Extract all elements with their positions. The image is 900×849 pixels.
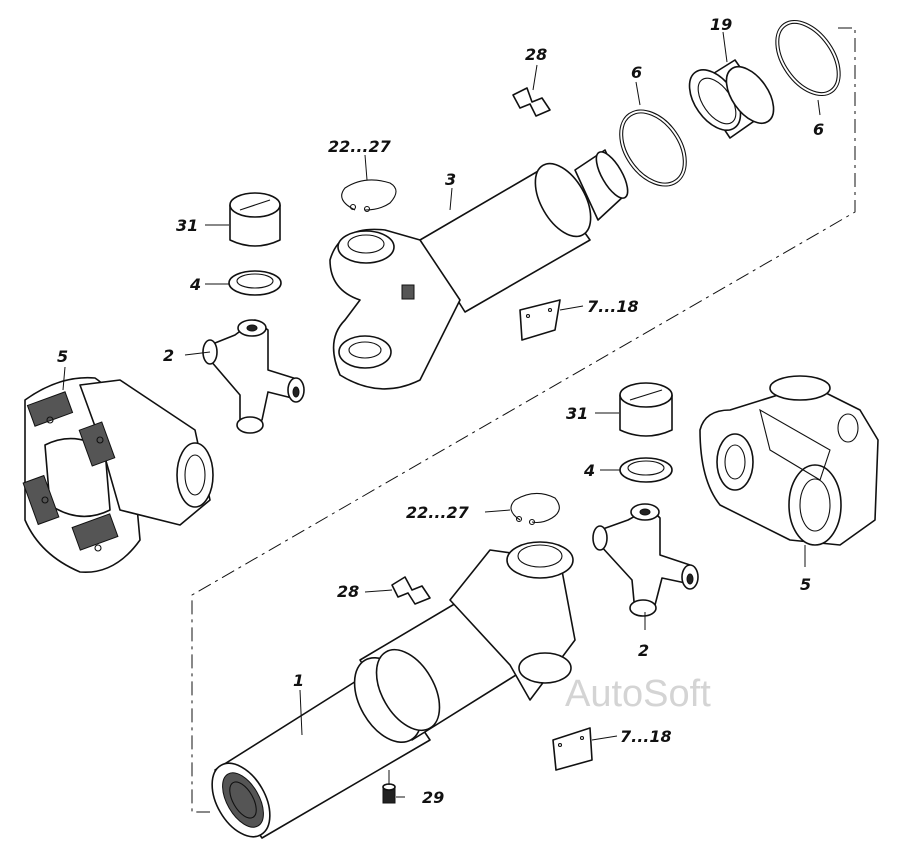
callout-31-lower: 31 — [566, 404, 588, 423]
callout-28-lower: 28 — [337, 582, 359, 601]
callout-19: 19 — [710, 15, 732, 34]
callout-4-upper: 4 — [189, 275, 201, 294]
part-31-bearing-cap-upper — [229, 192, 281, 247]
callout-29: 29 — [422, 788, 444, 807]
part-22-27-snap-ring-lower — [510, 492, 560, 526]
callout-4-lower: 4 — [583, 461, 595, 480]
part-3-yoke-shaft — [329, 149, 629, 390]
callout-5-left: 5 — [57, 347, 68, 366]
callout-3: 3 — [445, 170, 456, 189]
callout-22-27-lower: 22...27 — [406, 503, 470, 522]
callout-2-lower: 2 — [638, 641, 649, 660]
leader-lines — [62, 31, 821, 798]
callout-6-right: 6 — [813, 120, 824, 139]
part-4-seal-upper — [228, 270, 282, 296]
callout-labels: 1 2 2 3 4 4 5 5 6 6 7...18 7...18 19 22.… — [57, 15, 824, 807]
part-22-27-snap-ring-upper — [341, 179, 397, 213]
callout-7-18-lower: 7...18 — [620, 727, 672, 746]
callout-2-upper: 2 — [163, 346, 174, 365]
part-31-bearing-cap-lower — [619, 382, 673, 437]
callout-5-right: 5 — [800, 575, 811, 594]
part-19-dust-sleeve — [688, 59, 775, 139]
part-28-clip-lower — [391, 576, 431, 605]
part-2-spider-cross-upper — [202, 319, 305, 434]
part-7-18-weight-lower — [552, 727, 593, 771]
callout-6-left: 6 — [631, 63, 642, 82]
part-1-tube-shaft — [211, 541, 576, 839]
part-29-grease-fitting — [382, 783, 396, 804]
callout-28-upper: 28 — [525, 45, 547, 64]
part-5-flange-yoke-left — [22, 376, 214, 573]
part-2-spider-cross-lower — [592, 503, 699, 617]
part-7-18-weight-upper — [519, 299, 561, 341]
part-4-seal-lower — [619, 457, 673, 483]
watermark: AutoSoft — [565, 673, 711, 715]
part-6-o-ring-right — [775, 19, 841, 97]
part-6-o-ring-left — [619, 109, 687, 187]
callout-22-27-upper: 22...27 — [328, 137, 392, 156]
part-28-clip-upper — [512, 87, 551, 117]
callout-1: 1 — [293, 671, 304, 690]
callout-7-18-upper: 7...18 — [587, 297, 639, 316]
callout-31-upper: 31 — [176, 216, 198, 235]
part-5-flange-yoke-right — [699, 375, 879, 546]
